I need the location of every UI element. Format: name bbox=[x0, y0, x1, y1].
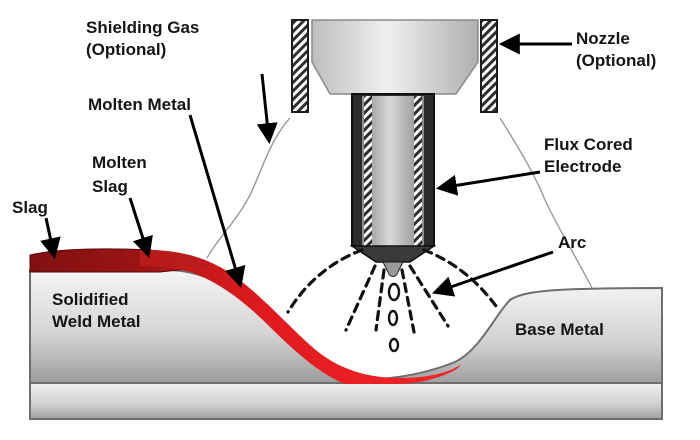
label-molten-metal: Molten Metal bbox=[88, 95, 191, 114]
leader-arrows bbox=[40, 33, 572, 297]
molten-metal-ribbon bbox=[140, 250, 462, 384]
label-slag: Slag bbox=[12, 198, 48, 217]
weld-body bbox=[29, 269, 663, 384]
shielding-gas-envelope-right bbox=[499, 117, 593, 289]
label-nozzle: Nozzle (Optional) bbox=[576, 29, 656, 70]
label-solidified-weld-metal: Solidified Weld Metal bbox=[52, 290, 140, 331]
label-flux-cored-electrode: Flux Cored Electrode bbox=[544, 135, 638, 176]
arc bbox=[286, 248, 498, 334]
arrow-flux-cored-electrode bbox=[435, 170, 541, 196]
arrow-molten-metal bbox=[188, 114, 246, 289]
base-plate bbox=[29, 382, 663, 420]
arrow-slag bbox=[40, 217, 61, 260]
flux-cored-electrode bbox=[349, 93, 437, 277]
arrow-shielding-gas bbox=[256, 73, 278, 145]
label-shielding-gas: Shielding Gas (Optional) bbox=[86, 18, 204, 59]
base-metal-region bbox=[344, 286, 663, 384]
label-base-metal: Base Metal bbox=[515, 320, 604, 339]
label-arc: Arc bbox=[558, 233, 586, 252]
arrow-arc bbox=[432, 250, 554, 297]
nozzle bbox=[291, 19, 498, 113]
label-molten-slag: Molten Slag bbox=[92, 153, 152, 196]
shielding-gas-envelope bbox=[206, 117, 291, 259]
molten-slag-band bbox=[140, 249, 210, 270]
arrow-molten-slag bbox=[128, 197, 153, 258]
metal-droplets bbox=[387, 282, 401, 353]
